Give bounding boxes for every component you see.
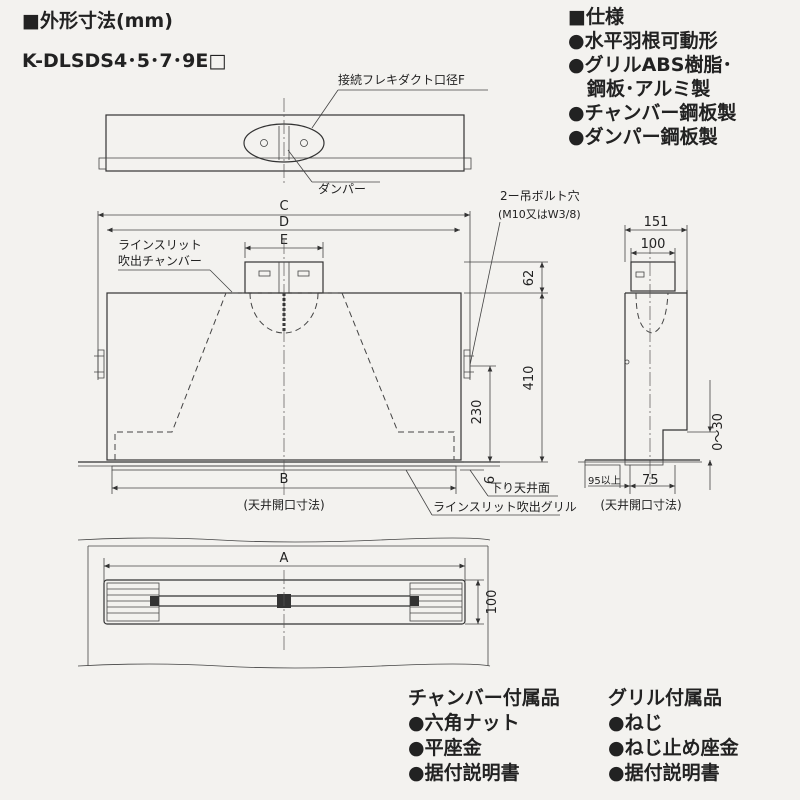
front-view: C D E — [78, 188, 581, 516]
dim-95: 95以上 — [588, 475, 621, 487]
side-ceiling-opening: (天井開口寸法) — [600, 498, 681, 512]
bottom-view: A 100 — [77, 537, 500, 669]
top-view-body — [105, 114, 465, 172]
chamber-label-line1: ラインスリット — [118, 238, 202, 252]
dim-a: A — [280, 551, 289, 566]
dim-62: 62 — [522, 270, 537, 287]
model-number: K-DLSDS4･5･7･9E□ — [22, 50, 227, 72]
chamber-side-body — [624, 290, 688, 461]
dim-b: B — [280, 472, 289, 487]
slit-grille — [103, 579, 466, 625]
grille-label: ラインスリット吹出グリル — [433, 500, 577, 514]
accessory-item: ●ねじ — [608, 712, 663, 734]
accessory-item: ●据付説明書 — [608, 762, 720, 784]
bolt-hole-label: 2ー吊ボルト穴 — [500, 188, 580, 203]
grille-accessories-title: グリル付属品 — [608, 687, 723, 709]
section-title: ■外形寸法(mm) — [22, 10, 173, 32]
accessory-item: ●ねじ止め座金 — [608, 737, 739, 759]
ceiling-opening-label: (天井開口寸法) — [243, 498, 324, 512]
accessory-item: ●据付説明書 — [408, 762, 520, 784]
spec-item: 鋼板･アルミ製 — [568, 78, 711, 100]
dim-0-30: 0〜30 — [711, 413, 726, 451]
dim-410: 410 — [522, 366, 537, 391]
ceiling-surface-label: 下り天井面 — [490, 481, 550, 495]
dim-151: 151 — [644, 215, 669, 230]
accessory-item: ●平座金 — [408, 737, 482, 759]
dim-230: 230 — [470, 400, 485, 425]
spec-item: ●ダンパー鋼板製 — [568, 126, 718, 148]
dim-100-side: 100 — [641, 237, 666, 252]
dim-c: C — [279, 199, 288, 214]
damper-label: ダンパー — [318, 181, 366, 196]
grille-accessories: グリル付属品 ●ねじ ●ねじ止め座金 ●据付説明書 — [608, 686, 739, 786]
bolt-hole-spec: (M10又はW3/8) — [498, 208, 581, 221]
spec-item: ●水平羽根可動形 — [568, 30, 718, 52]
dim-d: D — [279, 215, 289, 230]
spec-item: ●チャンバー鋼板製 — [568, 102, 737, 124]
chamber-accessories-title: チャンバー付属品 — [408, 687, 560, 709]
duct-diameter-label: 接続フレキダクト口径F — [338, 72, 465, 87]
spec-item: ●グリルABS樹脂･ — [568, 54, 732, 76]
chamber-label-line2: 吹出チャンバー — [118, 254, 202, 268]
dim-75: 75 — [642, 473, 659, 488]
dim-6: 6 — [483, 476, 498, 484]
spec-title: ■仕様 — [568, 6, 624, 28]
spec-block: ■仕様 ●水平羽根可動形 ●グリルABS樹脂･ 鋼板･アルミ製 ●チャンバー鋼板… — [568, 5, 736, 149]
chamber-accessories: チャンバー付属品 ●六角ナット ●平座金 ●据付説明書 — [408, 686, 560, 786]
side-view: 151 100 0〜30 95以上 75 (天井開口寸法) — [578, 215, 726, 512]
dim-100-bottom: 100 — [485, 590, 500, 615]
top-view: 接続フレキダクト口径F ダンパー — [98, 72, 488, 196]
accessory-item: ●六角ナット — [408, 712, 520, 734]
